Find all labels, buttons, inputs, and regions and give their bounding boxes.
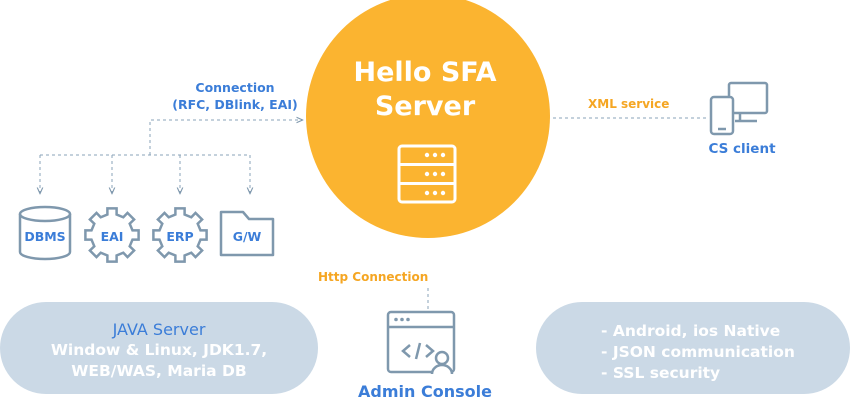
feature-item: - Android, ios Native bbox=[601, 322, 781, 340]
feature-item: - JSON communication bbox=[601, 343, 795, 361]
server-title-line1: Hello SFA bbox=[353, 57, 497, 88]
xml-service-label: XML service bbox=[588, 97, 670, 111]
erp-label: ERP bbox=[166, 229, 194, 244]
java-server-line2: WEB/WAS, Maria DB bbox=[71, 362, 247, 380]
java-server-panel: JAVA Server Window & Linux, JDK1.7, WEB/… bbox=[0, 302, 318, 394]
client-features-panel: - Android, ios Native - JSON communicati… bbox=[536, 302, 850, 394]
devices-icon bbox=[709, 81, 769, 136]
connection-lines bbox=[40, 118, 706, 310]
connection-label: Connection bbox=[195, 80, 275, 95]
server-title-line2: Server bbox=[374, 91, 476, 122]
dbms-label: DBMS bbox=[24, 229, 66, 244]
feature-item: - SSL security bbox=[601, 364, 721, 382]
cs-client-label: CS client bbox=[708, 141, 776, 157]
admin-console-label: Admin Console bbox=[358, 382, 492, 401]
server-rack-icon bbox=[397, 144, 457, 204]
java-server-title: JAVA Server bbox=[112, 320, 206, 339]
gw-label: G/W bbox=[232, 229, 262, 244]
folder-icon bbox=[219, 210, 275, 257]
admin-console-icon bbox=[386, 310, 456, 375]
database-icon bbox=[18, 205, 72, 261]
server-circle bbox=[306, 0, 550, 238]
java-server-line1: Window & Linux, JDK1.7, bbox=[50, 341, 268, 359]
http-connection-label: Http Connection bbox=[318, 270, 429, 284]
eai-label: EAI bbox=[100, 229, 124, 244]
connection-arrow-line bbox=[149, 120, 302, 155]
gear-icon bbox=[84, 207, 140, 263]
connection-protocols: (RFC, DBlink, EAI) bbox=[172, 97, 298, 112]
gear-icon bbox=[152, 207, 208, 263]
